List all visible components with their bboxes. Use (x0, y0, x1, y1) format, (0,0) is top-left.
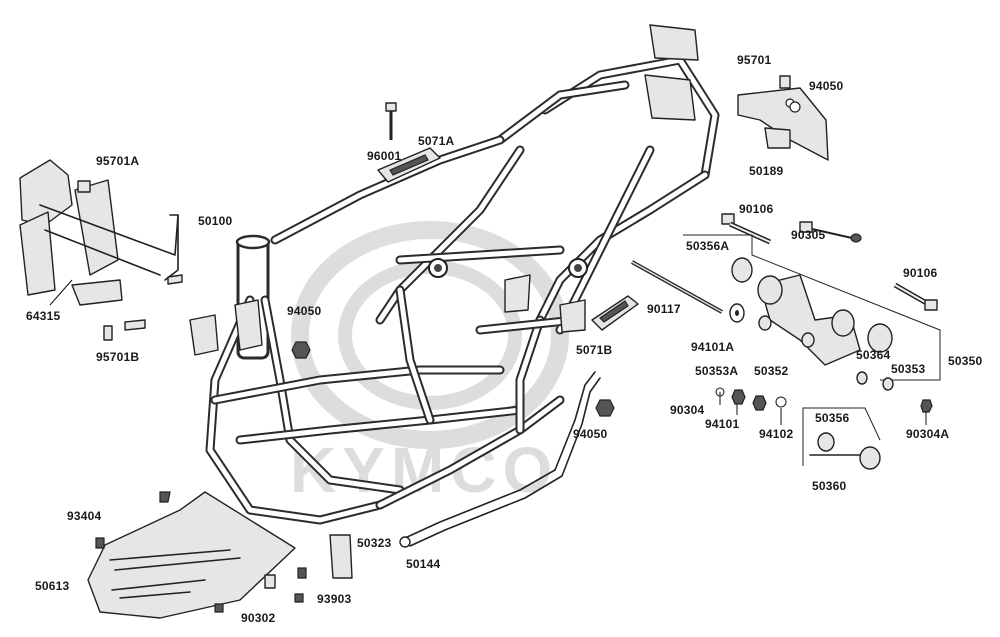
callout-95701B: 95701B (96, 350, 140, 364)
link-50360 (802, 407, 881, 470)
callout-94101A: 94101A (691, 340, 735, 354)
nut-group-middle (715, 387, 933, 413)
callout-90302: 90302 (241, 611, 276, 625)
nut-94050-mid (291, 341, 311, 359)
callout-94101: 94101 (705, 417, 740, 431)
leader-lines (49, 279, 927, 425)
callout-50364: 50364 (856, 348, 891, 362)
callout-94050-low: 94050 (573, 427, 608, 441)
callout-93903: 93903 (317, 592, 352, 606)
bracket-5071B (591, 295, 639, 331)
callout-90304: 90304 (670, 403, 705, 417)
callout-50350: 50350 (948, 354, 983, 368)
callout-50144: 50144 (406, 557, 441, 571)
bracket-50189 (737, 75, 829, 161)
callout-90305: 90305 (791, 228, 826, 242)
callout-50189: 50189 (749, 164, 784, 178)
callout-50356: 50356 (815, 411, 850, 425)
rod-90117 (631, 260, 723, 314)
callout-95701: 95701 (737, 53, 772, 67)
nut-94050-low (595, 399, 615, 417)
callout-95701A: 95701A (96, 154, 140, 168)
callout-50352: 50352 (754, 364, 789, 378)
washer-94050-top (789, 101, 801, 113)
svg-text:KYMCO: KYMCO (290, 434, 558, 506)
callout-96001: 96001 (367, 149, 402, 163)
main-frame (189, 24, 720, 525)
washer-94101A (729, 303, 745, 323)
bolt-90106-right (893, 282, 938, 311)
bolt-90106-top (721, 213, 772, 245)
callout-50100: 50100 (198, 214, 233, 228)
callout-90304A: 90304A (906, 427, 950, 441)
bolt-96001 (385, 102, 397, 140)
bracket-5071A (377, 147, 441, 183)
callout-50353A: 50353A (695, 364, 739, 378)
callout-94050-top: 94050 (809, 79, 844, 93)
callout-93404: 93404 (67, 509, 102, 523)
callout-50613: 50613 (35, 579, 70, 593)
bolts-left (77, 180, 183, 341)
plate-50323 (329, 534, 353, 579)
callout-5071B: 5071B (576, 343, 613, 357)
callout-90117: 90117 (647, 302, 681, 316)
bolt-90305 (799, 221, 862, 243)
callout-5071A: 5071A (418, 134, 455, 148)
callout-50360: 50360 (812, 479, 847, 493)
cover-50613 (87, 491, 296, 619)
hanger-50350 (683, 234, 941, 391)
callout-94050-mid: 94050 (287, 304, 322, 318)
callout-64315: 64315 (26, 309, 61, 323)
callout-50353: 50353 (891, 362, 926, 376)
pipe-50144 (399, 371, 601, 548)
callout-90106-top: 90106 (739, 202, 774, 216)
callout-94102: 94102 (759, 427, 794, 441)
guard-64315 (19, 159, 179, 306)
callout-50356A: 50356A (686, 239, 730, 253)
callout-90106-right: 90106 (903, 266, 938, 280)
callout-50323: 50323 (357, 536, 392, 550)
screws-bottom (95, 537, 307, 613)
